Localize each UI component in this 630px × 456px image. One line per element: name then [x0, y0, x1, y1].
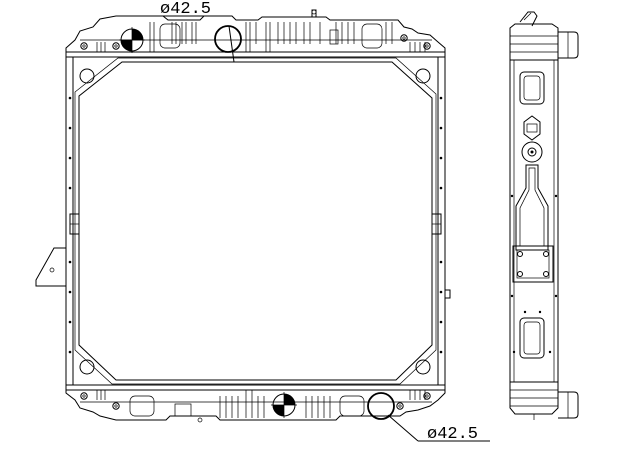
- bottom-outlet-port: [367, 392, 395, 420]
- side-bottom-hose: [558, 391, 579, 419]
- side-view: [509, 11, 579, 420]
- radiator-core: [78, 61, 433, 381]
- radiator-frame: [35, 57, 451, 385]
- top-tank: [65, 9, 446, 63]
- top-port-diameter-label: ø42.5: [160, 0, 211, 19]
- top-inlet-port: [214, 25, 242, 53]
- side-mount-bracket: [515, 164, 549, 251]
- top-tank-ribs: [96, 22, 426, 52]
- bottom-dimension-callout: ø42.5: [418, 425, 490, 444]
- left-mount-bracket: [35, 247, 66, 287]
- bottom-tank: [65, 384, 446, 442]
- bottom-tank-ribs: [96, 390, 426, 418]
- top-dimension-callout: ø42.5: [160, 0, 225, 19]
- bottom-port-diameter-label: ø42.5: [427, 425, 478, 444]
- top-sensor-symbol: [119, 27, 145, 53]
- front-view: ø42.5 ø42.5: [35, 0, 490, 444]
- side-dots: [68, 96, 443, 354]
- bottom-sensor-symbol: [271, 392, 297, 418]
- side-top-hose: [558, 31, 579, 59]
